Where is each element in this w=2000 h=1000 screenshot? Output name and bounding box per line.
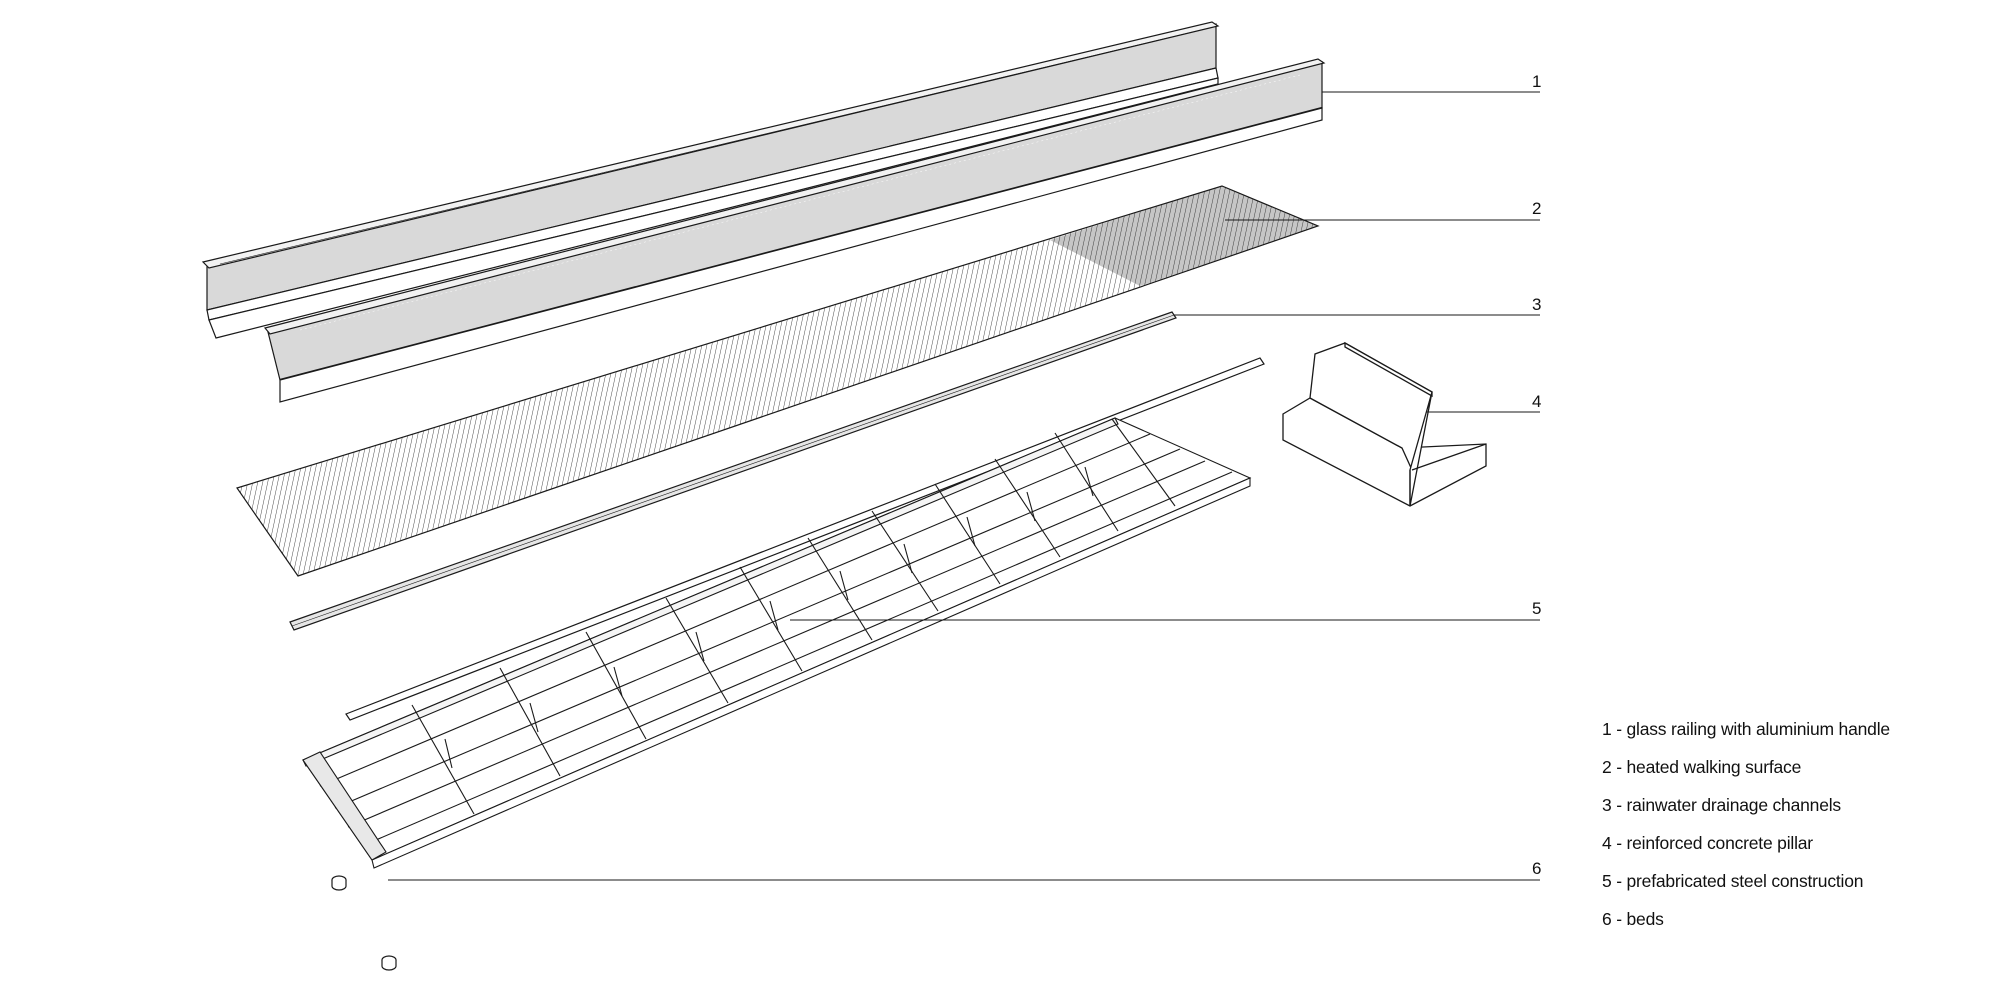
callout-number-2: 2 [1532,199,1541,218]
callout-number-6: 6 [1532,859,1541,878]
callout-number-3: 3 [1532,295,1541,314]
bearing-bed-1 [331,875,347,891]
legend-number: 3 [1602,795,1612,815]
legend-item: 1 - glass railing with aluminium handle [1602,718,1890,756]
legend-separator: - [1611,757,1627,777]
legend-text: glass railing with aluminium handle [1626,719,1891,739]
legend-number: 1 [1602,719,1612,739]
legend-separator: - [1611,719,1627,739]
callout-number-1: 1 [1532,72,1541,91]
legend-separator: - [1611,871,1627,891]
legend-separator: - [1611,909,1627,929]
legend-item: 2 - heated walking surface [1602,756,1890,794]
leader-lines [388,91,1540,881]
steel-construction-frame [302,417,1252,869]
legend-separator: - [1611,795,1627,815]
glass-railing-rear [201,21,1220,339]
legend-text: rainwater drainage channels [1626,795,1842,815]
legend-number: 2 [1602,757,1612,777]
rainwater-drainage-channel [289,311,1177,631]
legend-item: 6 - beds [1602,908,1890,946]
legend-item: 4 - reinforced concrete pillar [1602,832,1890,870]
callout-number-4: 4 [1532,392,1541,411]
legend-text: reinforced concrete pillar [1626,833,1814,853]
legend-number: 6 [1602,909,1612,929]
concrete-pillar [1282,341,1487,507]
edge-rail [345,357,1265,721]
legend-number: 5 [1602,871,1612,891]
legend-item: 3 - rainwater drainage channels [1602,794,1890,832]
legend-text: prefabricated steel construction [1626,871,1864,891]
glass-railing-front [263,58,1326,403]
legend-item: 5 - prefabricated steel construction [1602,870,1890,908]
bearing-bed-2 [381,955,397,971]
callout-number-5: 5 [1532,599,1541,618]
heated-walking-surface [236,185,1320,577]
legend: 1 - glass railing with aluminium handle … [1602,718,1890,946]
legend-text: heated walking surface [1626,757,1802,777]
legend-separator: - [1611,833,1627,853]
legend-number: 4 [1602,833,1612,853]
legend-text: beds [1626,909,1664,929]
